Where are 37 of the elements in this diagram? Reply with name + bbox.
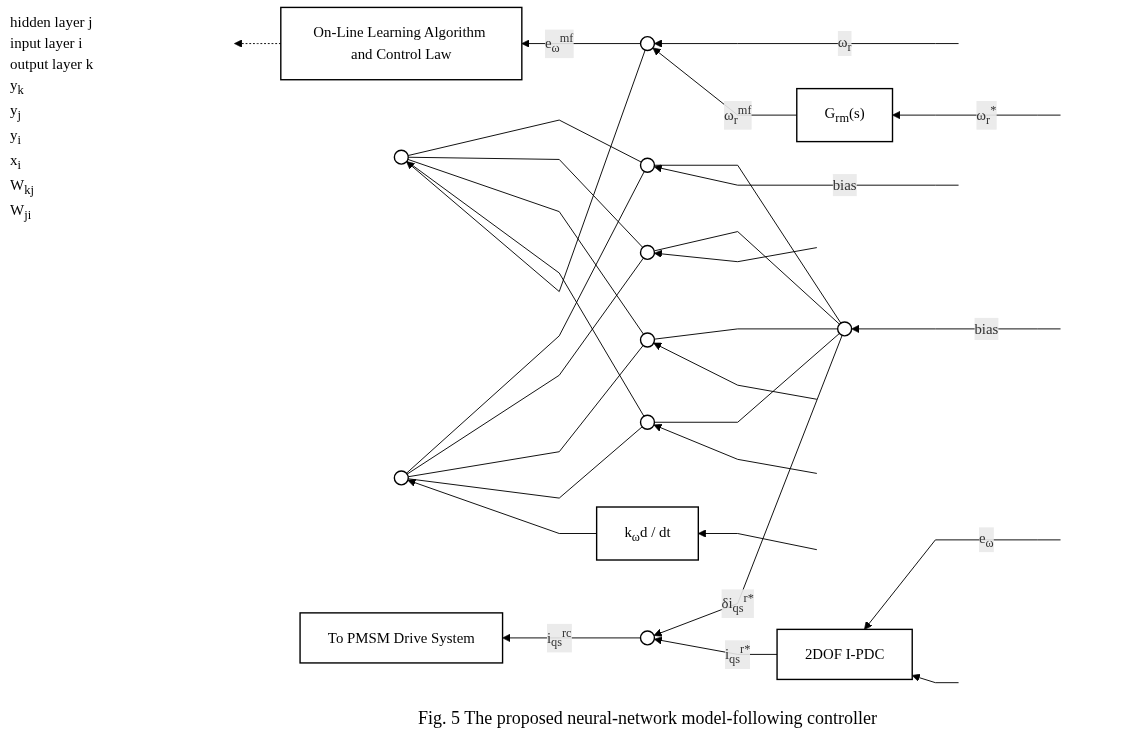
node-circle [639, 630, 656, 646]
node-box: k$_{ω}$d / dt [595, 506, 699, 561]
edge-label: ω$_{r}$ [837, 33, 852, 54]
math-label: x$_{i}$ [10, 152, 22, 173]
node-box: To PMSM Drive System [299, 612, 504, 664]
math-label: y$_{k}$ [10, 77, 25, 98]
node-circle [393, 149, 409, 165]
edge-label: bias [974, 320, 999, 337]
edge-label: e$_{ω}$ [979, 530, 994, 550]
node-circle [639, 157, 656, 173]
math-label: y$_{j}$ [10, 102, 22, 123]
math-label: output layer k [10, 56, 95, 73]
math-label: hidden layer j [10, 14, 94, 31]
connector [407, 119, 642, 163]
connector [407, 156, 644, 248]
math-label: W$_{ji}$ [10, 202, 33, 223]
connector [406, 257, 644, 475]
node-circle [639, 332, 656, 348]
connector [406, 170, 645, 474]
connector [407, 345, 644, 478]
node-circle [639, 244, 656, 261]
math-label: input layer i [10, 35, 84, 52]
node-circle [639, 414, 656, 430]
figure-caption: Fig. 5 The proposed neural-network model-following controller [416, 707, 879, 730]
edge-label: bias [832, 176, 857, 193]
connector [406, 160, 645, 417]
node-circle [393, 470, 409, 486]
connector [653, 328, 839, 340]
connector [407, 158, 644, 335]
node-box: On-Line Learning Algorithm and Control Law [280, 6, 523, 81]
node-box: G$_{rm}$(s) [796, 87, 894, 143]
node-box: 2DOF I-PDC [776, 628, 913, 681]
math-label: y$_{i}$ [10, 127, 22, 148]
node-circle [639, 35, 656, 52]
node-circle [837, 321, 853, 337]
math-label: W$_{kj}$ [10, 177, 35, 198]
connector [407, 426, 643, 499]
